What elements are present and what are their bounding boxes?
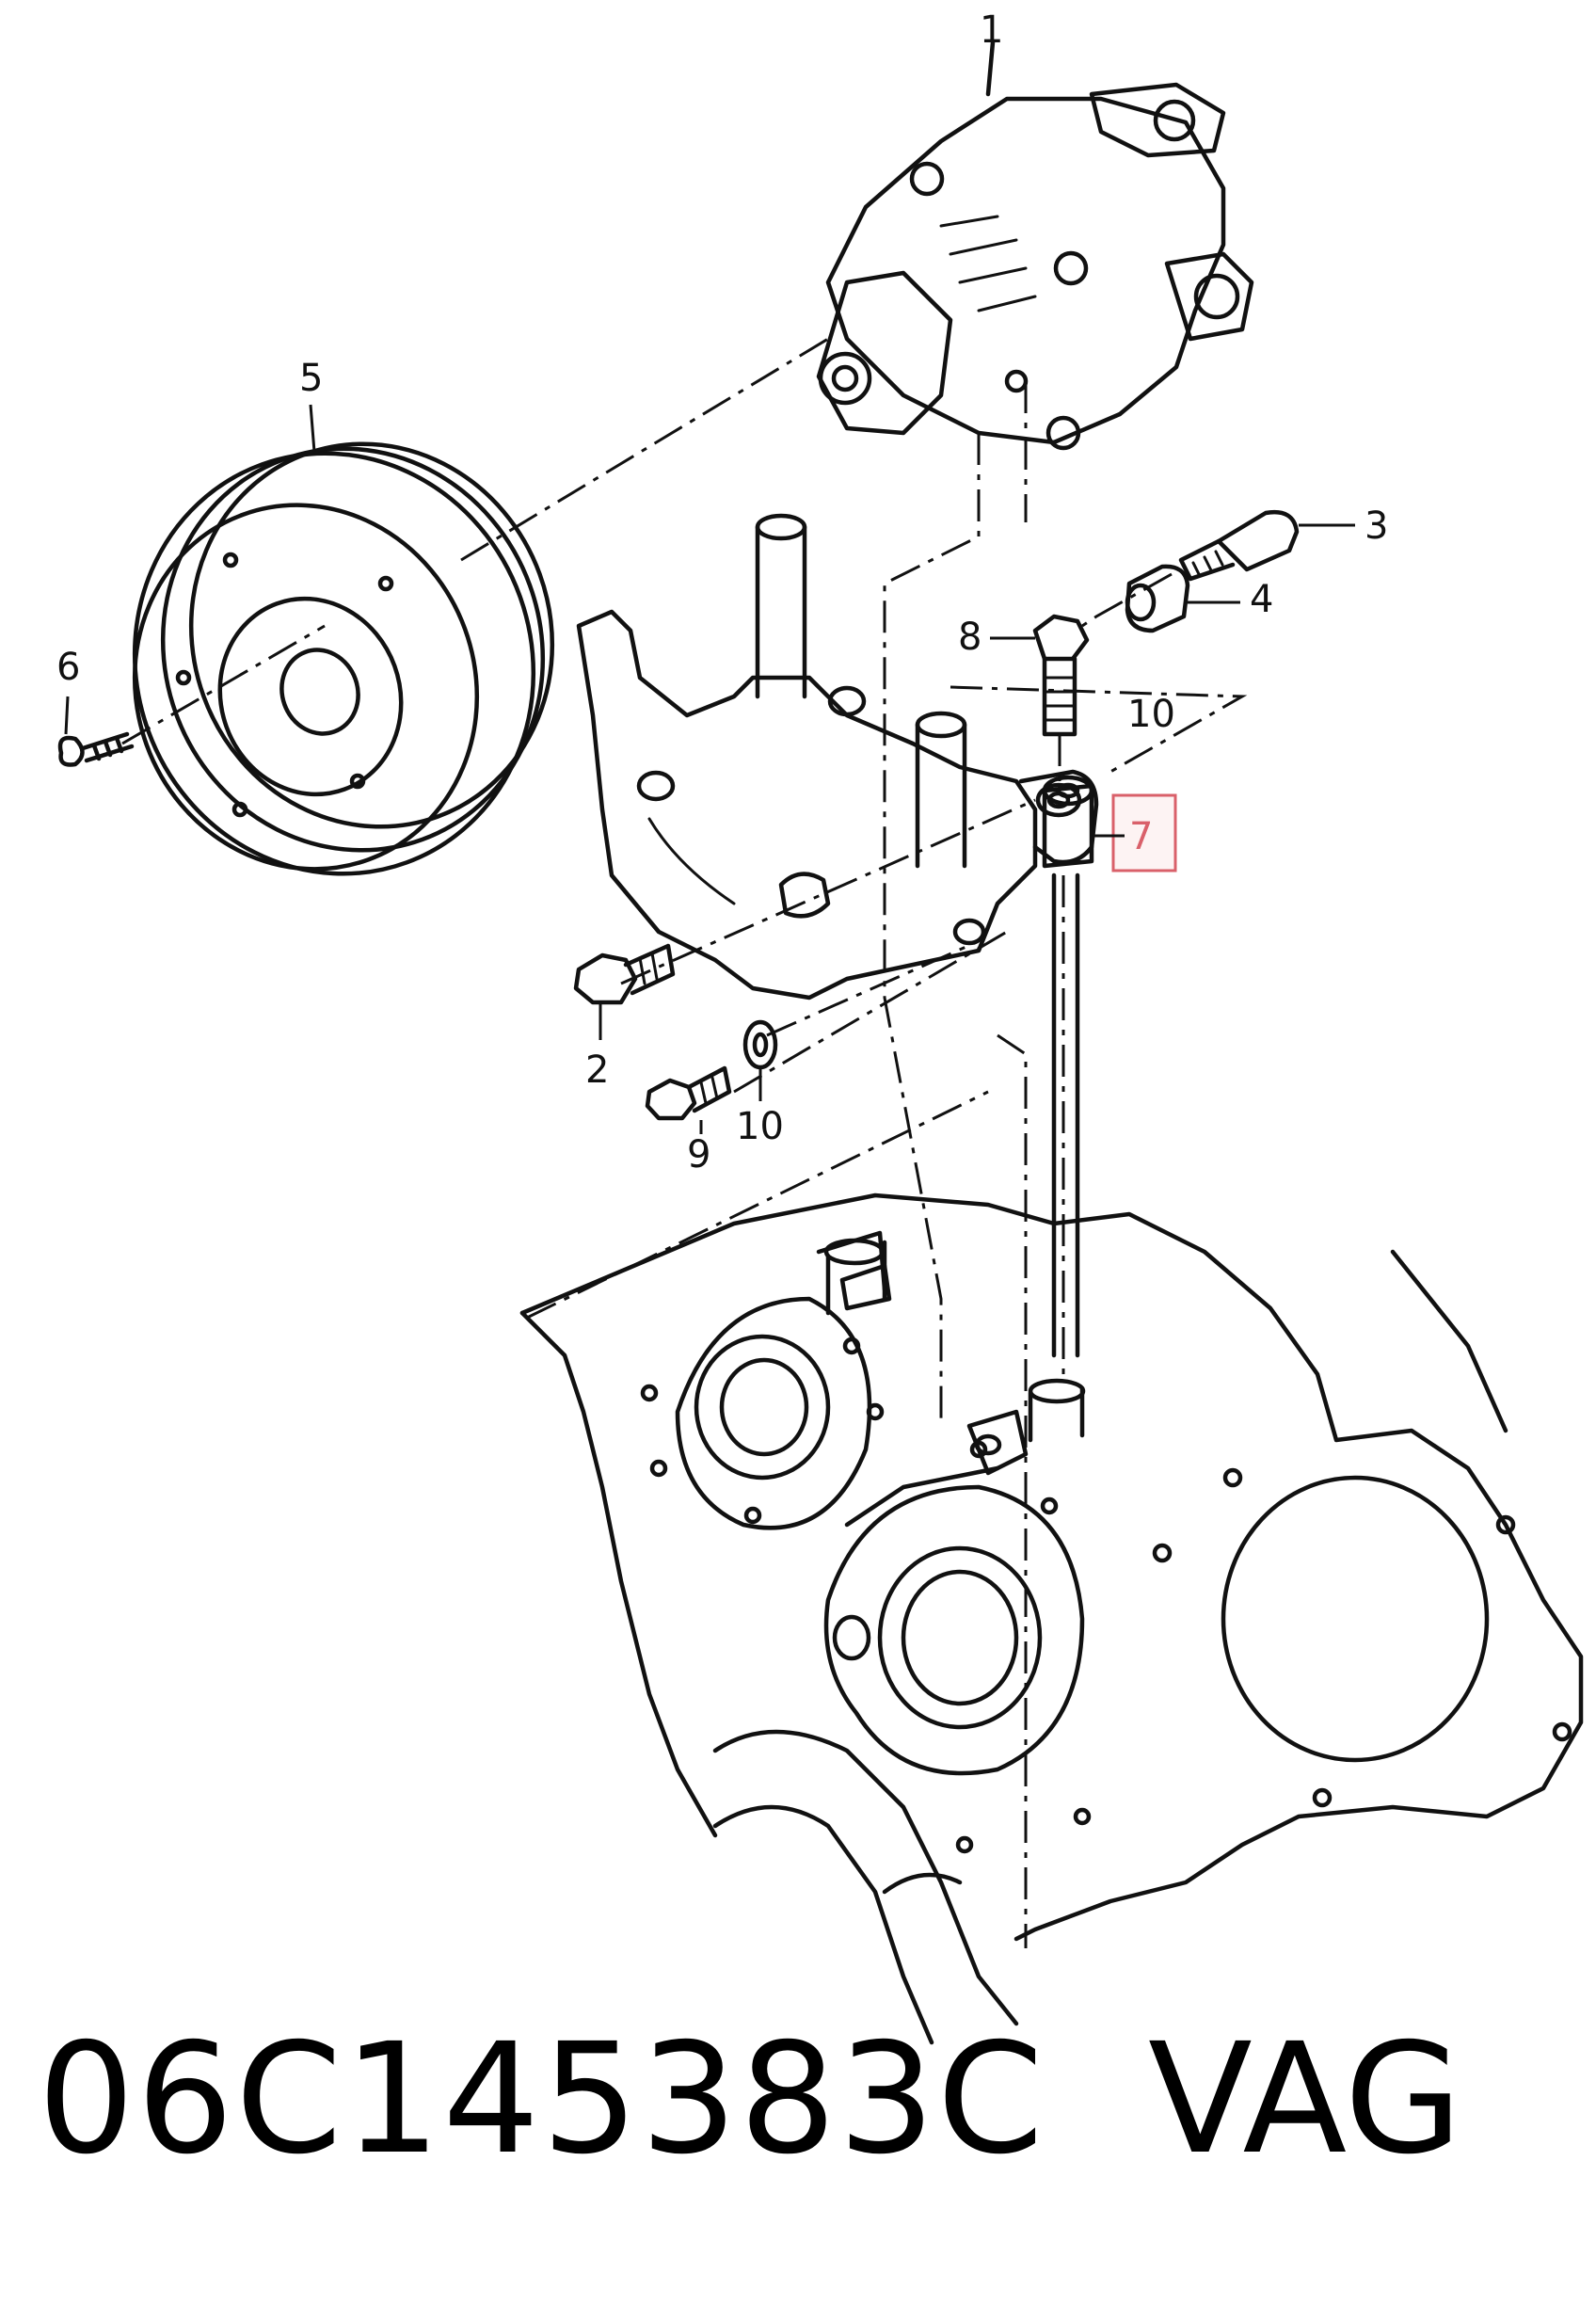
bolts-and-washer (573, 943, 778, 1121)
alignment-lines (121, 337, 1248, 1948)
callout-1: 1 (980, 8, 1003, 52)
small-screw (57, 731, 135, 767)
power-steering-pump (816, 40, 1254, 451)
callout-2: 2 (585, 1048, 609, 1092)
callout-10-top: 10 (1127, 693, 1175, 736)
spacer-sleeve (1042, 775, 1094, 1358)
engine-block (519, 1193, 1584, 2045)
brand-name: VAG (1148, 2011, 1462, 2188)
callouts: 1 5 6 3 4 8 10 7 2 9 10 (56, 8, 1388, 1177)
callout-9: 9 (687, 1133, 710, 1177)
callout-5: 5 (299, 357, 323, 400)
pulley (132, 441, 555, 876)
callout-4: 4 (1250, 578, 1273, 621)
callout-3: 3 (1365, 504, 1388, 548)
part-number: 06C145383C (38, 2011, 1045, 2188)
bolt-8 (1032, 614, 1090, 737)
bolt-and-sleeve (1125, 509, 1300, 633)
callout-6: 6 (56, 646, 80, 689)
callout-7: 7 (1129, 815, 1153, 858)
callout-10-bottom: 10 (736, 1105, 784, 1148)
bracket (576, 513, 1099, 1000)
callout-7-highlight (1111, 793, 1177, 872)
callout-8: 8 (958, 616, 982, 659)
